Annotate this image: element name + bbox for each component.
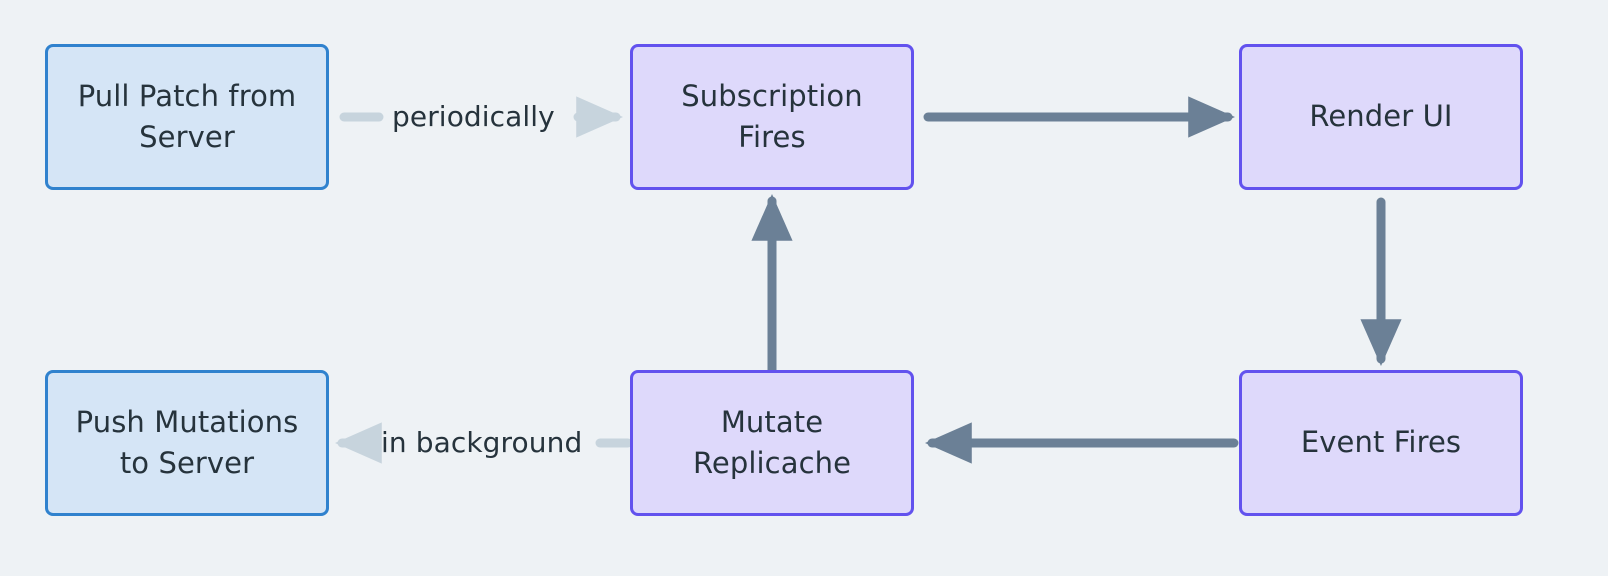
node-mutate-replicache[interactable]: Mutate Replicache bbox=[630, 370, 914, 516]
node-event-fires[interactable]: Event Fires bbox=[1239, 370, 1523, 516]
node-push-mutations-label: Push Mutations to Server bbox=[75, 404, 299, 480]
edge-label-periodically: periodically bbox=[392, 100, 555, 133]
node-pull-patch-label: Pull Patch from Server bbox=[77, 78, 297, 154]
node-subscription-fires-label: Subscription Fires bbox=[681, 78, 863, 154]
node-mutate-replicache-label: Mutate Replicache bbox=[692, 404, 852, 480]
node-event-fires-label: Event Fires bbox=[1300, 425, 1462, 460]
node-render-ui[interactable]: Render UI bbox=[1239, 44, 1523, 190]
node-render-ui-label: Render UI bbox=[1309, 99, 1453, 134]
node-subscription-fires[interactable]: Subscription Fires bbox=[630, 44, 914, 190]
node-push-mutations[interactable]: Push Mutations to Server bbox=[45, 370, 329, 516]
node-pull-patch[interactable]: Pull Patch from Server bbox=[45, 44, 329, 190]
edge-label-in-background: in background bbox=[381, 426, 583, 459]
